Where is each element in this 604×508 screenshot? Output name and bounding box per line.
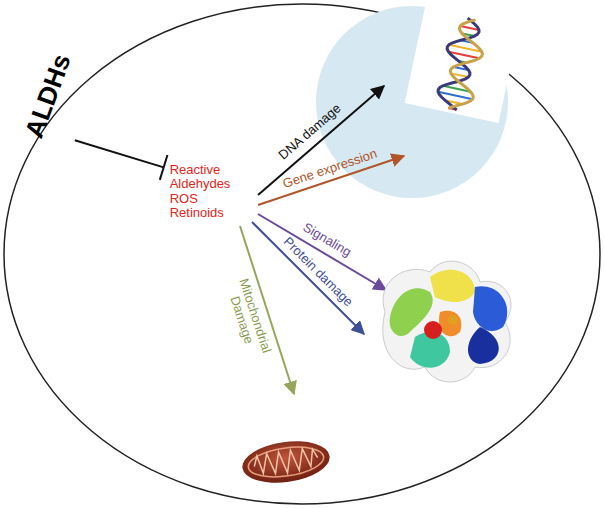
substance-list: Reactive Aldehydes ROS Retinoids <box>168 161 233 222</box>
dna-picture <box>405 5 520 123</box>
cell-outline <box>4 4 600 504</box>
mitochondrion-picture <box>240 436 333 488</box>
node-text: Reactive Aldehydes ROS Retinoids <box>170 163 231 220</box>
protein-picture <box>383 261 511 382</box>
inhibition-connector <box>75 140 168 180</box>
